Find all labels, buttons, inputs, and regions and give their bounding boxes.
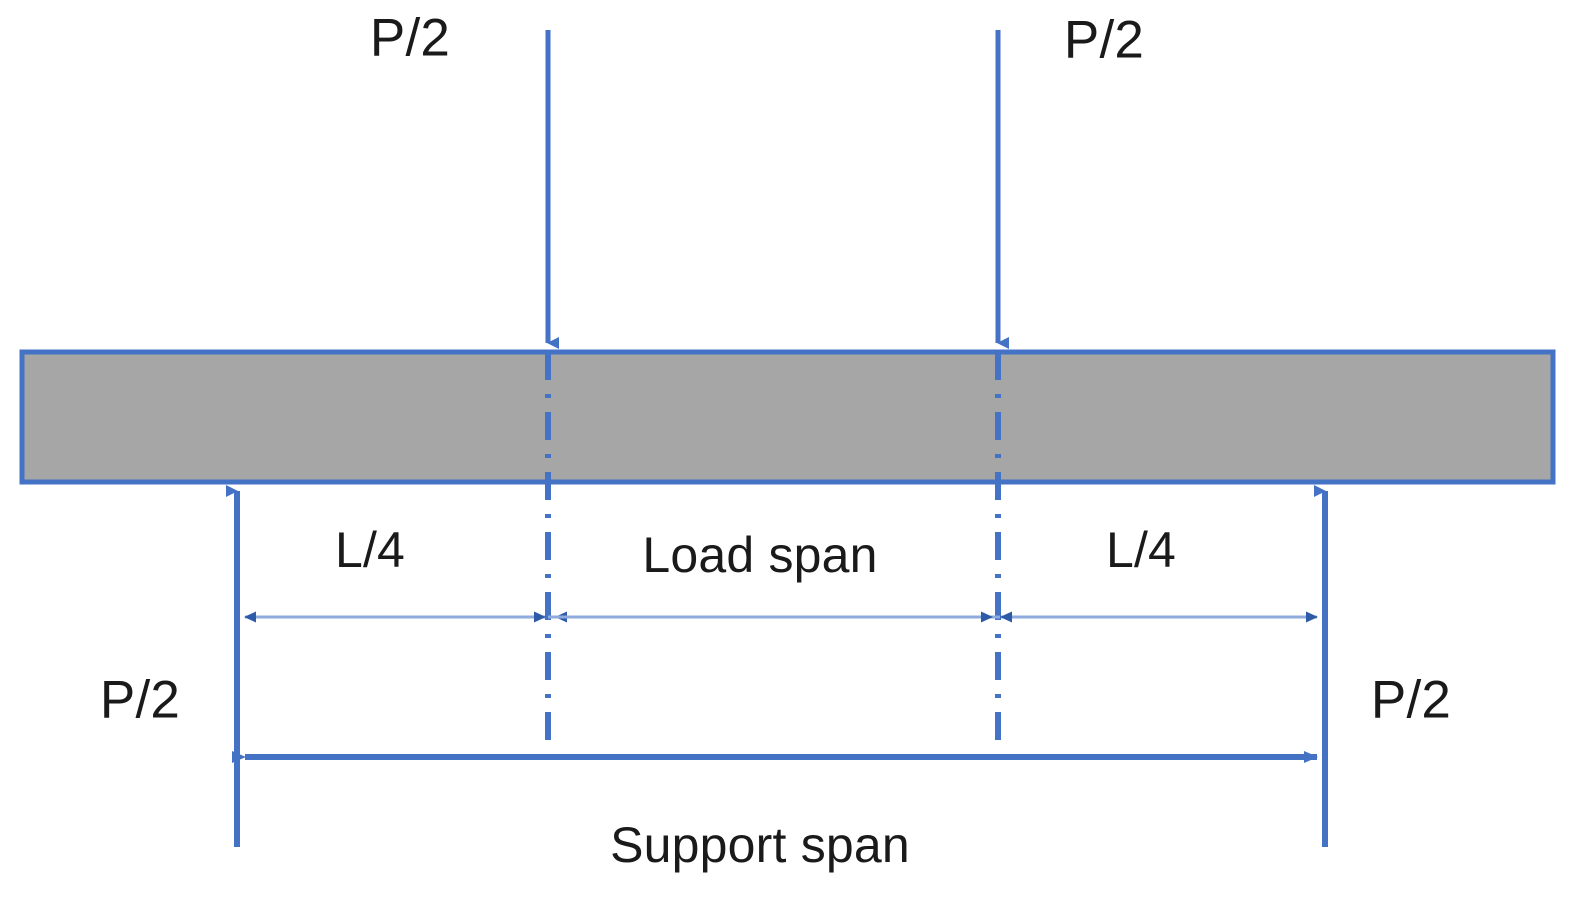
label-load-left: P/2	[369, 8, 451, 68]
beam-specimen	[19, 349, 1556, 485]
label-quarter-right: L/4	[1105, 522, 1177, 578]
label-load-right: P/2	[1063, 10, 1145, 70]
label-reaction-right: P/2	[1370, 670, 1452, 730]
label-support-span: Support span	[610, 817, 910, 873]
label-load-span: Load span	[642, 527, 878, 583]
label-reaction-left: P/2	[99, 670, 181, 730]
label-quarter-left: L/4	[334, 522, 406, 578]
